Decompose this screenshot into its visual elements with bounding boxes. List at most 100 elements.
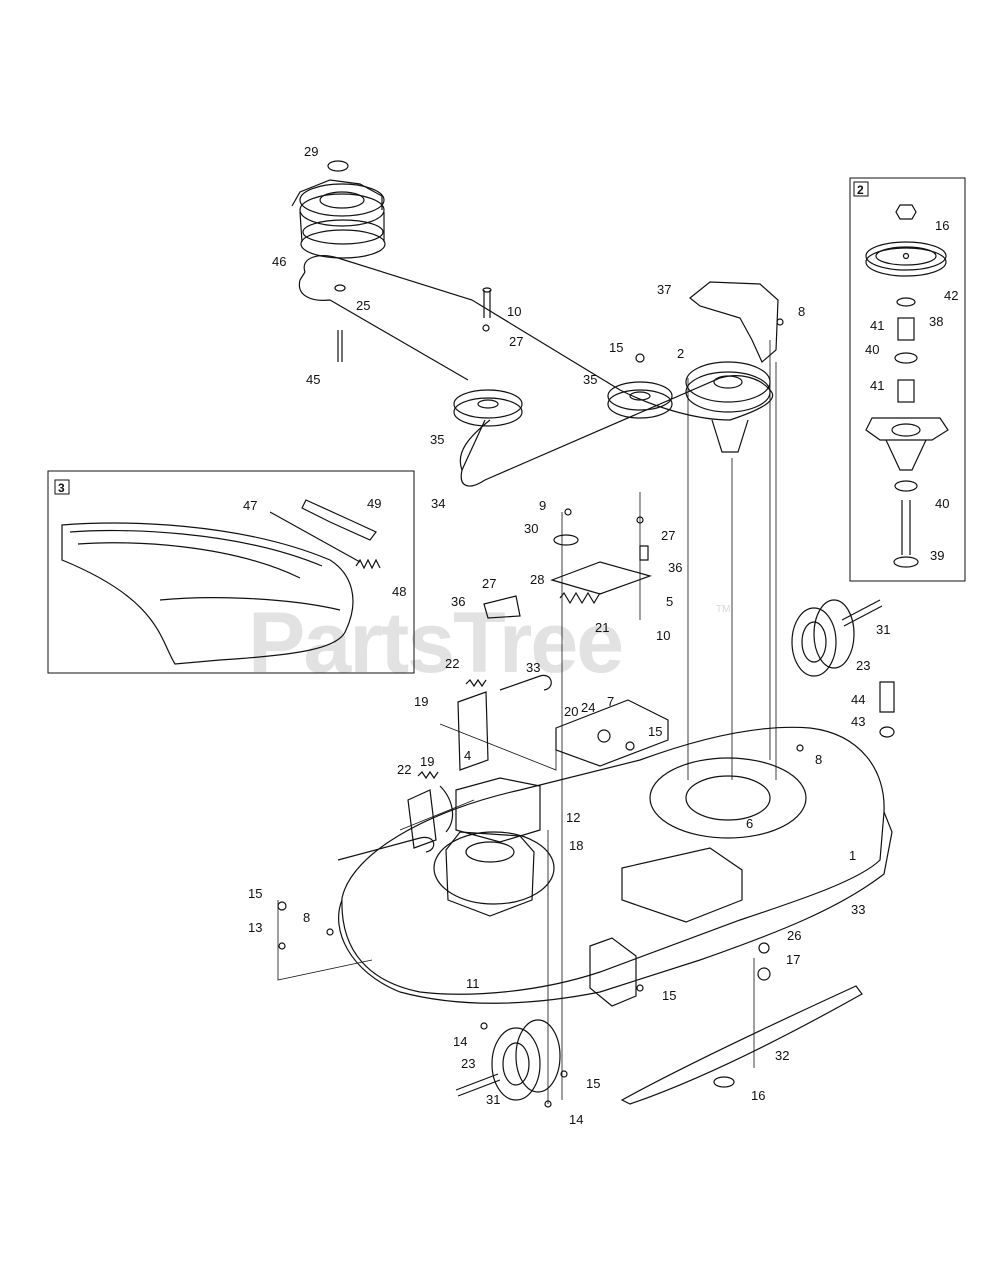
- callout-label: 30: [524, 521, 538, 536]
- wheel-bolt-right: [841, 599, 883, 627]
- callout-label: 24: [581, 700, 595, 715]
- callout-label: 36: [451, 594, 465, 609]
- chute-rod: [269, 511, 361, 563]
- grease-fitting: [879, 681, 895, 713]
- callout-label: 7: [607, 694, 614, 709]
- callout-label: 10: [507, 304, 521, 319]
- callout-label: 40: [865, 342, 879, 357]
- callout-label: 31: [486, 1092, 500, 1107]
- deck-rod-33: [337, 836, 435, 861]
- gauge-wheel-right: [791, 599, 855, 677]
- callout-label: 17: [786, 952, 800, 967]
- hanger-bracket-lower: [407, 789, 437, 849]
- callout-label: 28: [530, 572, 544, 587]
- idler-spring: [559, 591, 601, 605]
- callout-label: 42: [944, 288, 958, 303]
- callout-label: 43: [851, 714, 865, 729]
- callout-label: 26: [787, 928, 801, 943]
- watermark-text: PartsTree: [248, 595, 622, 691]
- callout-label: 19: [420, 754, 434, 769]
- callout-label: 47: [243, 498, 257, 513]
- callout-label: 25: [356, 298, 370, 313]
- callout-label: 20: [564, 704, 578, 719]
- pto-clutch: [291, 160, 386, 259]
- callout-label: 46: [272, 254, 286, 269]
- callout-label: 15: [248, 886, 262, 901]
- inset-spindle-housing: [865, 417, 949, 441]
- chute-bracket: [301, 499, 377, 541]
- callout-label: 11: [466, 976, 480, 991]
- inset-shaft: [901, 500, 911, 555]
- callout-label: 23: [461, 1056, 475, 1071]
- watermark-trademark: TM: [716, 604, 730, 615]
- callout-label: 16: [935, 218, 949, 233]
- blade-nut: [713, 1076, 735, 1088]
- idler-pulley-left: [453, 389, 523, 427]
- inset-hex-nut: [895, 204, 917, 220]
- callout-label: 22: [397, 762, 411, 777]
- chute-body: [61, 522, 354, 665]
- callout-label: 4: [464, 748, 471, 763]
- callout-label: 16: [751, 1088, 765, 1103]
- gauge-wheel-left: [491, 1019, 561, 1101]
- spindle-pulley: [685, 361, 771, 453]
- idler-pulley-center: [607, 381, 673, 419]
- callout-label: 34: [431, 496, 445, 511]
- callout-label: 15: [609, 340, 623, 355]
- inset-3-id: 3: [58, 481, 65, 495]
- inset-pulley: [865, 247, 947, 277]
- callout-label: 44: [851, 692, 865, 707]
- callout-label: 8: [815, 752, 822, 767]
- deck-shell: [338, 699, 893, 1007]
- callout-label: 35: [583, 372, 597, 387]
- callout-label: 36: [668, 560, 682, 575]
- callout-label: 10: [656, 628, 670, 643]
- belt-guard-bracket: [689, 281, 779, 363]
- callout-label: 37: [657, 282, 671, 297]
- callout-label: 45: [306, 372, 320, 387]
- callout-label: 39: [930, 548, 944, 563]
- deck-left-spindle: [445, 831, 535, 917]
- inset-3-discharge-chute: 3: [47, 470, 415, 674]
- callout-label: 23: [856, 658, 870, 673]
- callout-label: 15: [648, 724, 662, 739]
- spindle-opening-left: [433, 831, 555, 905]
- callout-label: 31: [876, 622, 890, 637]
- callout-label: 27: [482, 576, 496, 591]
- inset-2-id: 2: [857, 183, 864, 197]
- callout-label: 49: [367, 496, 381, 511]
- callout-label: 27: [509, 334, 523, 349]
- callout-label: 12: [566, 810, 580, 825]
- callout-label: 1: [849, 848, 856, 863]
- callout-label: 38: [929, 314, 943, 329]
- callout-label: 13: [248, 920, 262, 935]
- chute-spring: [355, 558, 381, 570]
- callout-label: 15: [662, 988, 676, 1003]
- callout-label: 6: [746, 816, 753, 831]
- inset-spacer: [897, 317, 915, 341]
- callout-label: 40: [935, 496, 949, 511]
- callout-label: 33: [851, 902, 865, 917]
- callout-label: 15: [586, 1076, 600, 1091]
- callout-label: 41: [870, 318, 884, 333]
- callout-label: 35: [430, 432, 444, 447]
- callout-label: 48: [392, 584, 406, 599]
- callout-label: 14: [569, 1112, 583, 1127]
- callout-label: 18: [569, 838, 583, 853]
- callout-label: 32: [775, 1048, 789, 1063]
- deck-belt: [303, 255, 774, 487]
- mower-blade: [620, 985, 863, 1105]
- deck-wheel-bracket: [589, 937, 637, 1007]
- callout-label: 5: [666, 594, 673, 609]
- hanger-bracket-upper: [457, 691, 489, 771]
- callout-label: 29: [304, 144, 318, 159]
- callout-label: 9: [539, 498, 546, 513]
- washer-30: [553, 534, 579, 546]
- idler-bolt: [483, 290, 491, 318]
- deck-baffle: [621, 847, 743, 923]
- callout-label: 8: [303, 910, 310, 925]
- inset-2-spindle-assembly: 2: [849, 177, 966, 582]
